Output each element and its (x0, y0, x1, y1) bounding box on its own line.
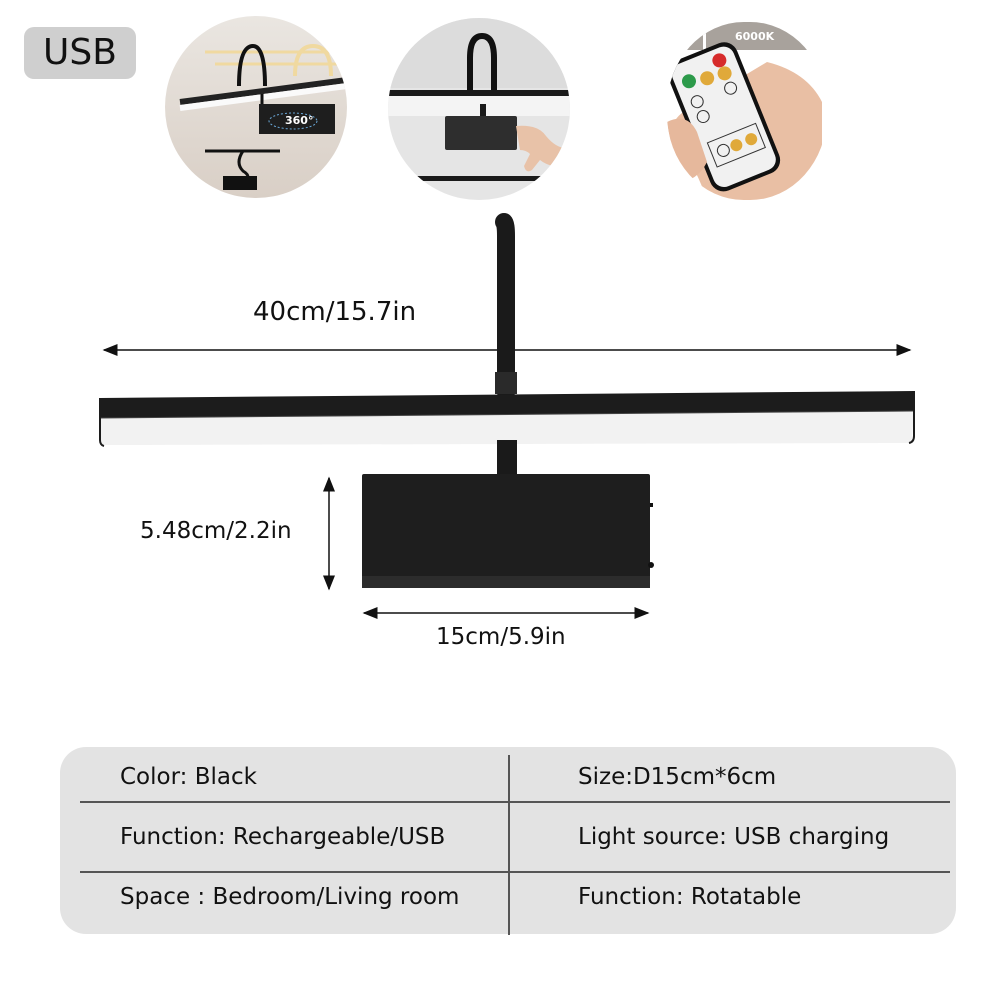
spec-size: Size:D15cm*6cm (578, 764, 777, 790)
table-divider-row-2 (80, 871, 950, 873)
spec-function-rotatable: Function: Rotatable (578, 884, 802, 910)
spec-function-rechargeable: Function: Rechargeable/USB (120, 824, 446, 850)
remote-control-demo-photo: 6000K (667, 22, 827, 200)
table-divider-vertical (508, 755, 510, 935)
box-height-label: 5.48cm/2.2in (140, 518, 292, 544)
usb-badge: USB (24, 27, 136, 79)
lamp-width-label: 40cm/15.7in (253, 297, 417, 327)
color-temp-label: 6000K (735, 30, 775, 43)
lamp-dimension-diagram (0, 210, 1000, 660)
spec-space: Space : Bedroom/Living room (120, 884, 460, 910)
touch-switch-demo-photo (388, 18, 570, 200)
table-divider-row-1 (80, 801, 950, 803)
spec-light-source: Light source: USB charging (578, 824, 890, 850)
box-width-label: 15cm/5.9in (436, 624, 566, 650)
rotation-demo-photo: 360° (165, 16, 347, 198)
rotation-360-label: 360° (285, 114, 313, 127)
spec-table: Color: Black Size:D15cm*6cm Function: Re… (60, 747, 956, 935)
spec-color: Color: Black (120, 764, 257, 790)
